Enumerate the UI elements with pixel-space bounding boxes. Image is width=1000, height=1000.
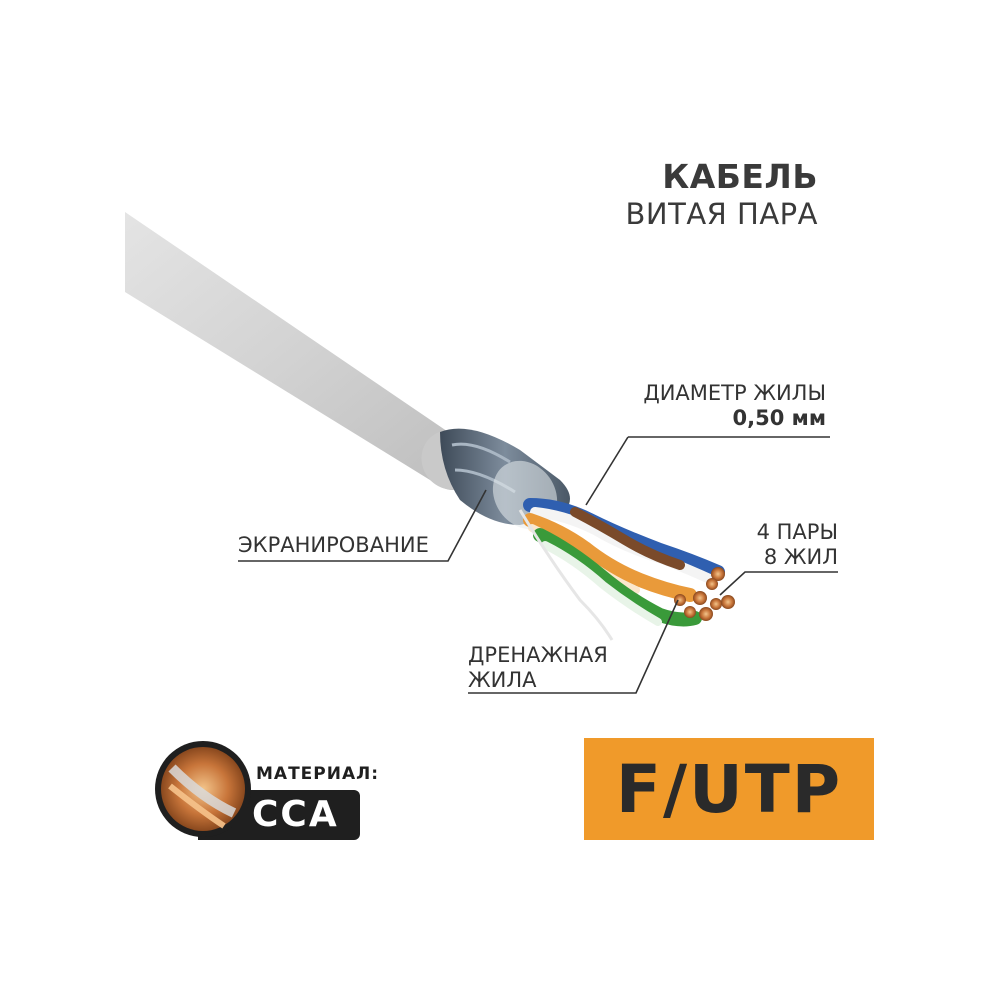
pairs-line2: 8 ЖИЛ: [763, 545, 838, 569]
title-block: КАБЕЛЬ ВИТАЯ ПАРА: [626, 158, 818, 232]
diameter-callout: ДИАМЕТР ЖИЛЫ 0,50 мм: [643, 381, 826, 431]
drain-line1: ДРЕНАЖНАЯ: [468, 643, 608, 667]
leader-lines: [238, 436, 838, 694]
diameter-value: 0,50 мм: [732, 406, 826, 430]
drain-wire: [518, 509, 614, 641]
material-copper-icon: [155, 741, 251, 837]
cable-type-badge: F/UTP: [584, 738, 874, 840]
title-main: КАБЕЛЬ: [662, 157, 818, 196]
drain-callout: ДРЕНАЖНАЯ ЖИЛА: [468, 643, 608, 693]
shielding-callout: ЭКРАНИРОВАНИЕ: [238, 533, 429, 557]
diameter-label: ДИАМЕТР ЖИЛЫ: [643, 381, 826, 405]
material-label: МАТЕРИАЛ:: [256, 764, 380, 784]
material-value: CCA: [252, 794, 339, 835]
title-sub: ВИТАЯ ПАРА: [625, 197, 818, 231]
pairs-line1: 4 ПАРЫ: [756, 520, 838, 544]
drain-line2: ЖИЛА: [468, 668, 537, 692]
twisted-pairs: [523, 498, 735, 627]
cable-jacket: [125, 212, 479, 490]
pairs-callout: 4 ПАРЫ 8 ЖИЛ: [757, 520, 838, 570]
cable-type-value: F/UTP: [615, 750, 843, 828]
